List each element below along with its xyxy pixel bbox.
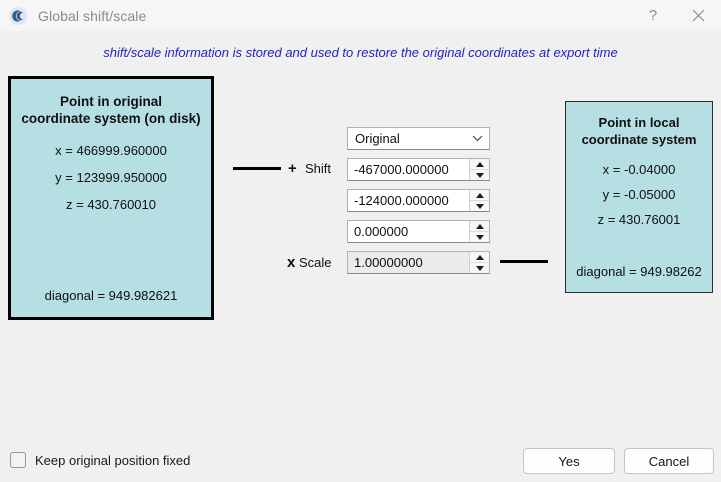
- stepper-down-icon[interactable]: [470, 170, 489, 180]
- help-button[interactable]: ?: [648, 7, 658, 24]
- original-panel-coords: x = 466999.960000 y = 123999.950000 z = …: [11, 137, 211, 218]
- stepper-up-icon[interactable]: [470, 190, 489, 201]
- cancel-button[interactable]: Cancel: [624, 448, 714, 474]
- shift-y-input[interactable]: -124000.000000: [354, 193, 449, 208]
- local-panel-title-line1: Point in local: [598, 115, 680, 130]
- shift-y-spinbox[interactable]: -124000.000000: [347, 189, 490, 212]
- stepper-up-icon[interactable]: [470, 221, 489, 232]
- shift-label: Shift: [305, 161, 332, 176]
- keep-original-position-fixed-row[interactable]: Keep original position fixed: [10, 452, 190, 468]
- keep-original-position-fixed-label: Keep original position fixed: [35, 452, 191, 468]
- shift-x-input[interactable]: -467000.000000: [354, 162, 449, 177]
- original-panel-title-line2: coordinate system (on disk): [21, 111, 201, 126]
- local-x-value: x = -0.04000: [602, 162, 676, 177]
- local-y-value: y = -0.05000: [602, 187, 676, 202]
- stepper-down-icon[interactable]: [470, 201, 489, 211]
- shift-x-spinbox[interactable]: -467000.000000: [347, 158, 490, 181]
- local-panel-title-line2: coordinate system: [581, 132, 697, 147]
- title-bar: Global shift/scale ?: [0, 0, 721, 31]
- local-panel-coords: x = -0.04000 y = -0.05000 z = 430.76001: [566, 157, 712, 232]
- scale-label: Scale: [299, 255, 332, 270]
- window-title: Global shift/scale: [38, 7, 147, 24]
- original-y-value: y = 123999.950000: [55, 170, 167, 185]
- info-subtitle: shift/scale information is stored and us…: [103, 45, 618, 60]
- stepper-up-icon[interactable]: [470, 159, 489, 170]
- yes-button[interactable]: Yes: [523, 448, 615, 474]
- local-z-value: z = 430.76001: [597, 212, 681, 227]
- chevron-down-icon: [469, 135, 485, 142]
- original-z-value: z = 430.760010: [66, 197, 156, 212]
- right-connector-line: [500, 260, 548, 263]
- keep-original-position-fixed-checkbox[interactable]: [10, 452, 26, 468]
- left-connector-line: [233, 167, 281, 170]
- local-coordinate-panel: Point in local coordinate system x = -0.…: [565, 101, 713, 293]
- preset-dropdown-value: Original: [355, 131, 400, 146]
- original-panel-title-line1: Point in original: [60, 94, 162, 109]
- cloudcompare-logo-icon: [7, 5, 29, 27]
- original-coordinate-panel: Point in original coordinate system (on …: [8, 76, 214, 320]
- shift-z-spinbox[interactable]: 0.000000: [347, 220, 490, 243]
- preset-dropdown[interactable]: Original: [347, 127, 490, 150]
- plus-operator-icon: +: [288, 160, 297, 177]
- original-x-value: x = 466999.960000: [55, 143, 167, 158]
- stepper-down-icon[interactable]: [470, 263, 489, 273]
- shift-x-stepper[interactable]: [469, 159, 489, 180]
- local-diagonal-value: diagonal = 949.98262: [576, 264, 702, 279]
- shift-z-input[interactable]: 0.000000: [354, 224, 409, 239]
- multiply-operator-icon: x: [287, 254, 296, 271]
- scale-stepper[interactable]: [469, 252, 489, 273]
- stepper-up-icon[interactable]: [470, 252, 489, 263]
- shift-y-stepper[interactable]: [469, 190, 489, 211]
- scale-spinbox[interactable]: 1.00000000: [347, 251, 490, 274]
- original-diagonal-value: diagonal = 949.982621: [44, 288, 178, 303]
- original-panel-title: Point in original coordinate system (on …: [11, 93, 211, 127]
- stepper-down-icon[interactable]: [470, 232, 489, 242]
- shift-z-stepper[interactable]: [469, 221, 489, 242]
- scale-input[interactable]: 1.00000000: [348, 252, 469, 273]
- local-panel-title: Point in local coordinate system: [566, 114, 712, 148]
- close-icon[interactable]: [675, 0, 721, 31]
